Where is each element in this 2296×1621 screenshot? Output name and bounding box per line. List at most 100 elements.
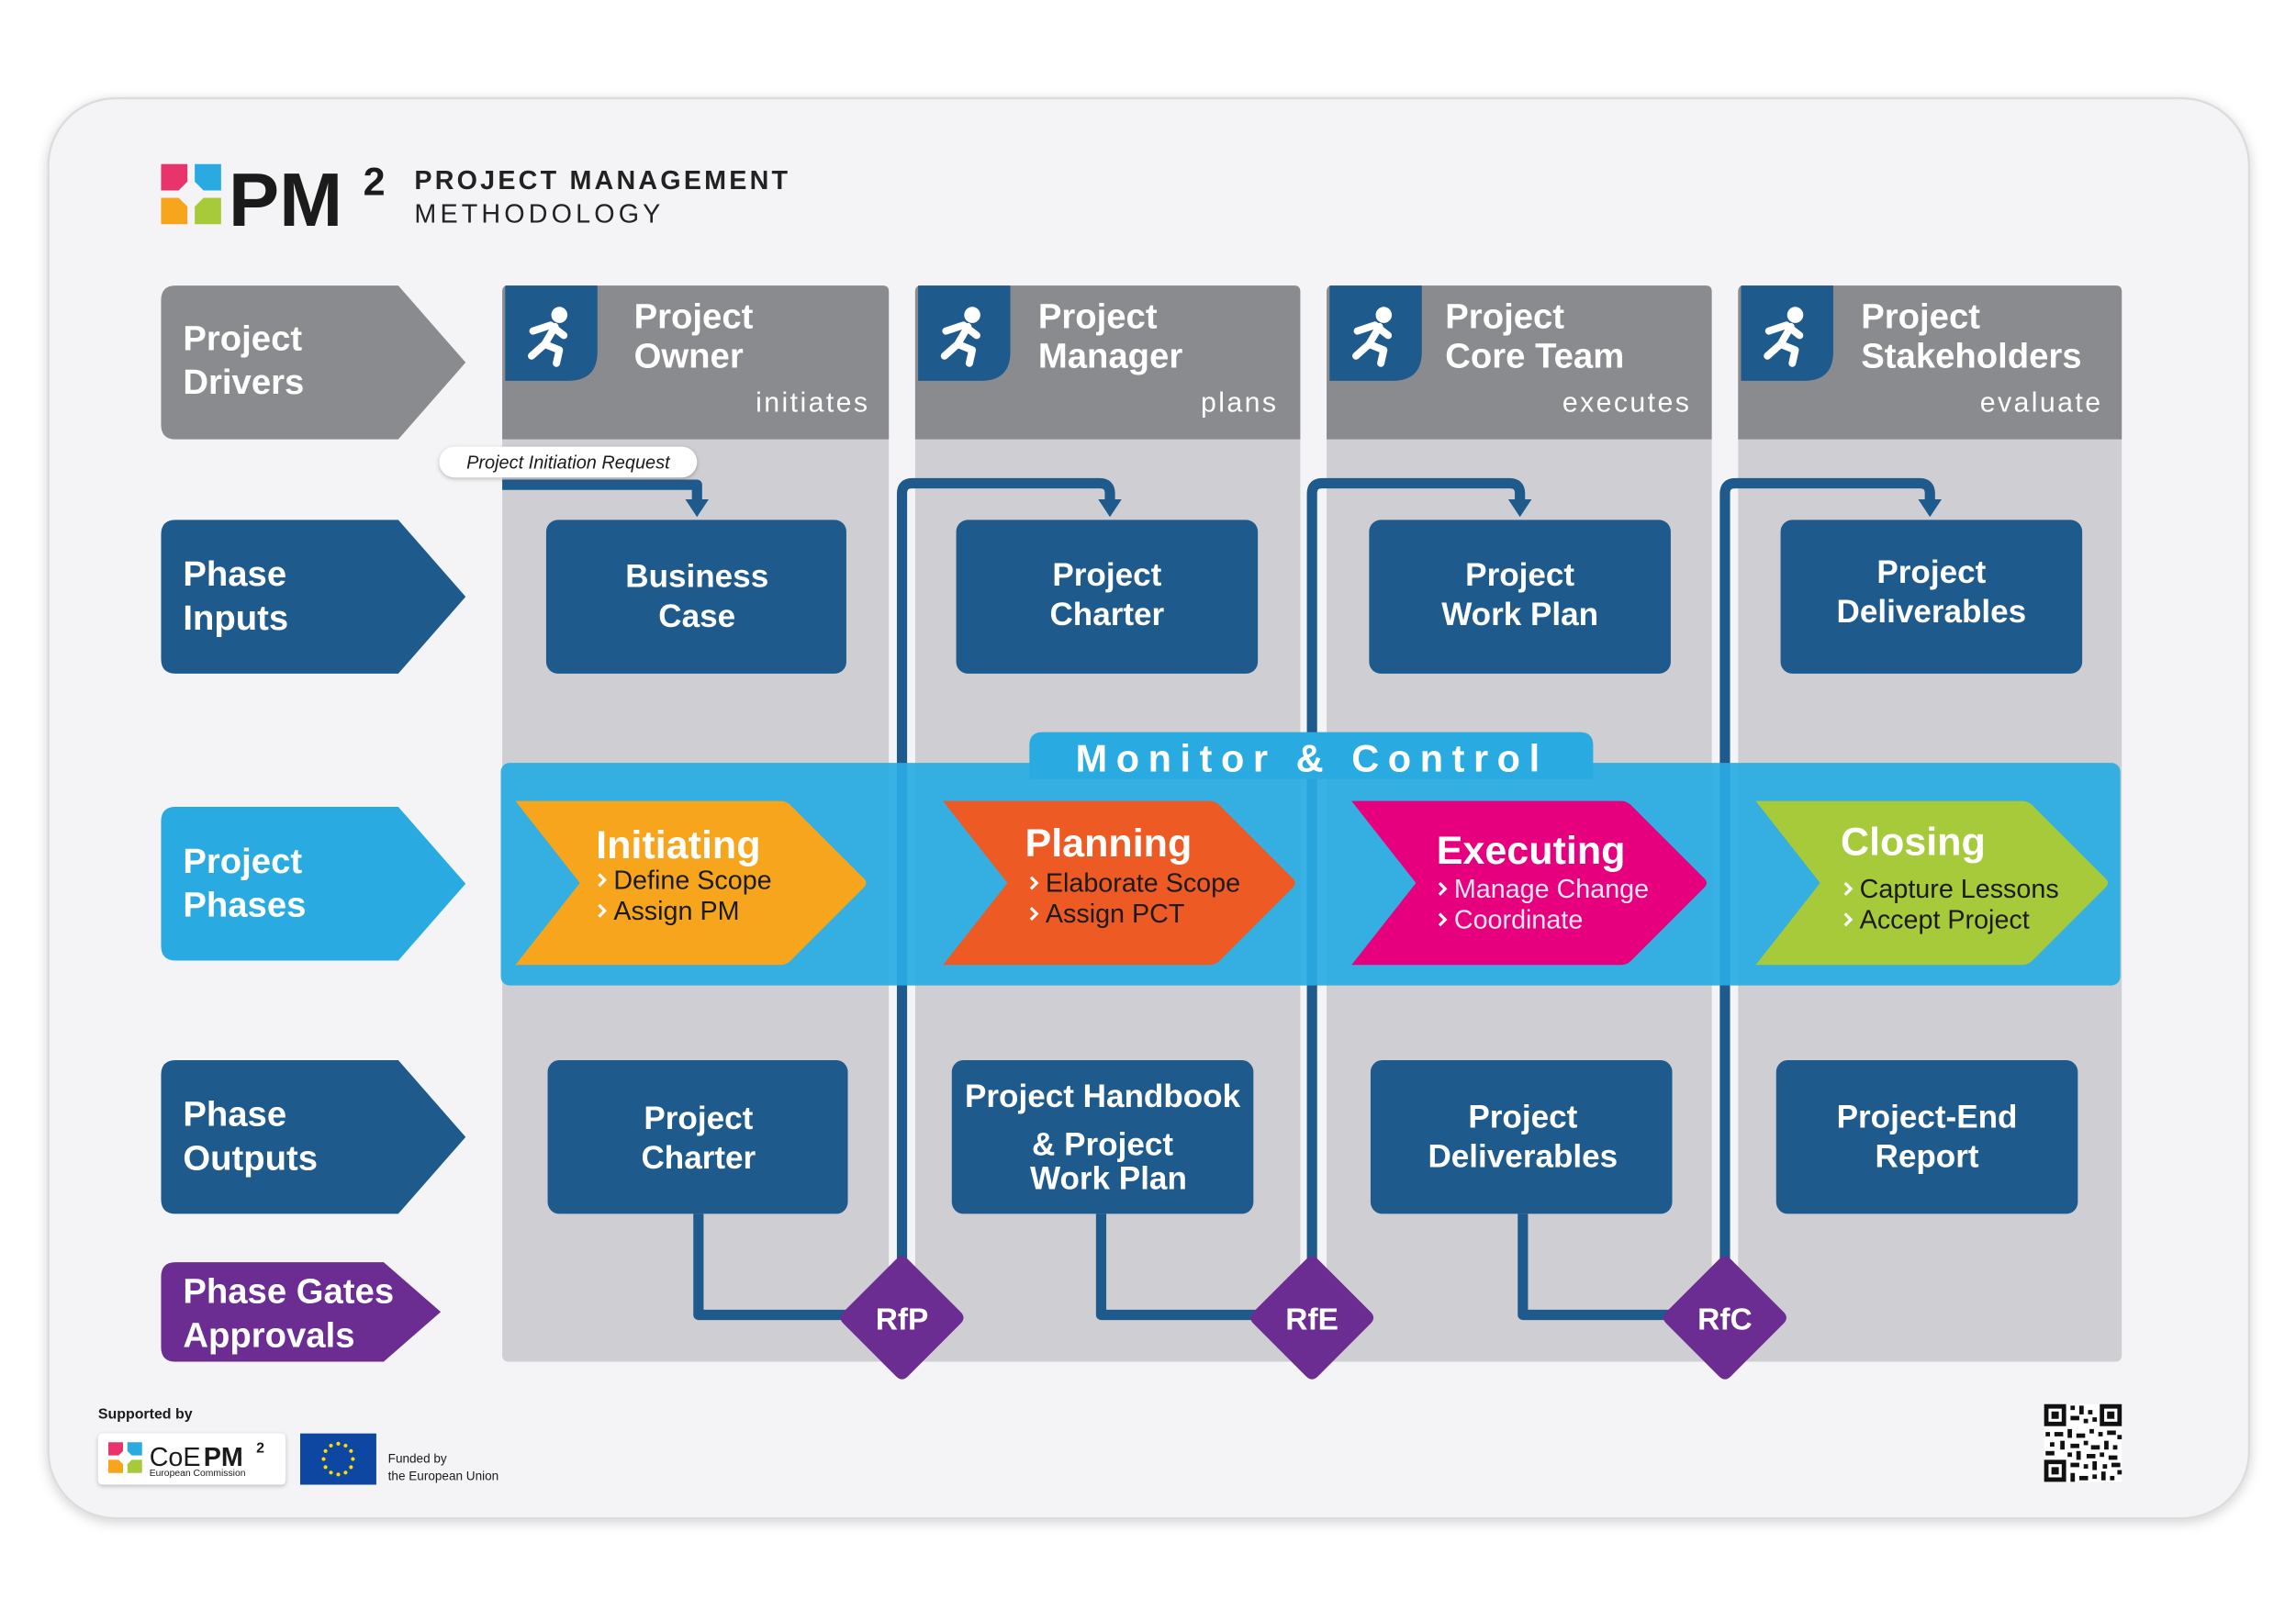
connector-gate-rfe-to-executing: [1306, 477, 1526, 1263]
input-box-line: Work Plan: [1441, 597, 1598, 632]
coe-prefix: CoE: [150, 1443, 201, 1472]
phase-initiating: Initiating Define Scope Assign PM: [515, 800, 867, 966]
row-label-line: Project: [183, 319, 302, 358]
input-box-line: Project: [1052, 557, 1161, 593]
logo-title-line1: PROJECT MANAGEMENT: [414, 166, 790, 196]
chevron-right-icon: [1438, 912, 1448, 927]
phase-item: Elaborate Scope: [1046, 869, 1240, 899]
chevron-right-icon: [1843, 912, 1854, 927]
driver-header-project-owner: Project Owner initiates: [502, 285, 890, 440]
phase-item: Define Scope: [613, 866, 771, 895]
output-box-line: Project: [1468, 1099, 1577, 1135]
row-label-project-phases: Project Phases: [161, 807, 466, 961]
logo-mark-icon: [108, 1442, 142, 1473]
driver-action: executes: [1562, 387, 1691, 418]
phase-title: Planning: [1025, 822, 1193, 866]
monitor-control-band: Monitor & Control: [500, 732, 2121, 986]
phase-item: Capture Lessons: [1860, 875, 2059, 904]
monitor-control-label: Monitor & Control: [1076, 737, 1549, 780]
initiation-request-pill: Project Initiation Request: [439, 446, 698, 478]
row-label-line: Project: [183, 842, 302, 881]
chevron-right-icon: [1029, 906, 1039, 921]
phase-item: Assign PM: [613, 897, 739, 926]
initiation-request-label: Project Initiation Request: [466, 453, 671, 474]
row-label-line: Drivers: [183, 363, 304, 402]
connector-gate-rfc-to-closing: [1719, 477, 1935, 1263]
input-box-line: Charter: [1049, 597, 1164, 632]
output-box-line: Project Handbook: [965, 1079, 1241, 1114]
driver-action: initiates: [756, 387, 869, 418]
input-box-line: Project: [1465, 557, 1574, 593]
output-box-project-handbook: Project Handbook & Project Work Plan: [951, 1059, 1254, 1214]
row-label-phase-gates: Phase Gates Approvals: [161, 1262, 442, 1362]
output-box-project-end-report: Project-End Report: [1775, 1059, 2078, 1214]
output-box-line: Charter: [641, 1140, 756, 1176]
row-label-line: Approvals: [183, 1316, 354, 1356]
arrowheads: [685, 499, 1943, 518]
driver-title-line: Project: [1445, 296, 1564, 336]
row-label-line: Phase: [183, 554, 286, 594]
connector-initiation-request: [502, 479, 702, 504]
gate-label: RfP: [876, 1302, 929, 1336]
driver-title-line: Owner: [634, 337, 744, 376]
row-label-project-drivers: Project Drivers: [161, 285, 466, 440]
chevron-right-icon: [1029, 876, 1039, 890]
driver-title-line: Project: [1038, 296, 1158, 336]
phase-closing: Closing Capture Lessons Accept Project: [1755, 800, 2109, 966]
row-label-line: Inputs: [183, 598, 288, 638]
phase-item: Assign PCT: [1046, 900, 1185, 929]
chevron-right-icon: [598, 903, 608, 918]
row-label-line: Phases: [183, 886, 306, 925]
input-box-business-case: Business Case: [545, 520, 846, 674]
gate-rfe: RfE: [1250, 1256, 1374, 1380]
gate-rfp: RfP: [840, 1256, 964, 1380]
chevron-right-icon: [1438, 881, 1448, 896]
phase-title: Closing: [1841, 821, 1986, 865]
phase-planning: Planning Elaborate Scope Assign PCT: [943, 800, 1295, 966]
gate-label: RfC: [1697, 1302, 1753, 1336]
logo-title-line2: METHODOLOGY: [414, 200, 664, 229]
gate-rfc: RfC: [1663, 1256, 1786, 1380]
arrow-down-icon: [1918, 499, 1943, 518]
connector-output-to-rfc: [1518, 1213, 1687, 1321]
driver-title-line: Project: [1861, 296, 1980, 336]
qr-code-icon[interactable]: [2044, 1403, 2122, 1482]
row-label-line: Phase: [183, 1095, 286, 1135]
phase-title: Executing: [1437, 829, 1626, 873]
input-box-line: Deliverables: [1836, 594, 2026, 630]
input-box-project-work-plan: Project Work Plan: [1369, 520, 1671, 674]
coe-mark: PM: [204, 1443, 243, 1472]
row-label-line: Outputs: [183, 1139, 318, 1179]
chevron-right-icon: [1843, 881, 1854, 896]
driver-action: evaluate: [1980, 387, 2103, 418]
arrow-down-icon: [1507, 499, 1532, 518]
output-box-line: Report: [1876, 1138, 1979, 1174]
row-label-line: Phase Gates: [183, 1272, 394, 1312]
driver-title-line: Stakeholders: [1861, 337, 2081, 376]
arrow-down-icon: [685, 499, 709, 518]
input-box-project-charter: Project Charter: [956, 520, 1259, 674]
coe-sup: 2: [256, 1440, 264, 1456]
coe-sub: European Commission: [150, 1469, 246, 1479]
phase-executing: Executing Manage Change Coordinate: [1351, 800, 1708, 966]
driver-header-project-manager: Project Manager plans: [914, 285, 1301, 440]
logo-mark-icon: [161, 163, 221, 225]
supported-by-label: Supported by: [98, 1407, 193, 1423]
output-box-line: Deliverables: [1428, 1138, 1618, 1174]
phase-item: Manage Change: [1454, 875, 1649, 904]
phase-inputs: Business Case Project Charter Project Wo…: [545, 520, 2083, 674]
logo-sup-text: 2: [364, 160, 386, 204]
phase-outputs: Project Charter Project Handbook & Proje…: [547, 1059, 2078, 1214]
driver-title-line: Core Team: [1445, 337, 1624, 376]
output-box-line: Project: [644, 1101, 753, 1136]
footer-supporters: Supported by CoE PM 2 European Commissio…: [97, 1407, 498, 1485]
driver-header-project-core-team: Project Core Team executes: [1327, 285, 1712, 440]
row-label-phase-inputs: Phase Inputs: [161, 520, 466, 674]
chevron-right-icon: [598, 873, 608, 888]
connector-output-to-rfp: [693, 1213, 865, 1321]
driver-header-project-stakeholders: Project Stakeholders evaluate: [1738, 285, 2122, 440]
phase-item: Accept Project: [1860, 905, 2030, 934]
logo-pm-text: PM: [229, 157, 342, 242]
funded-by-line1: Funded by: [388, 1452, 447, 1466]
